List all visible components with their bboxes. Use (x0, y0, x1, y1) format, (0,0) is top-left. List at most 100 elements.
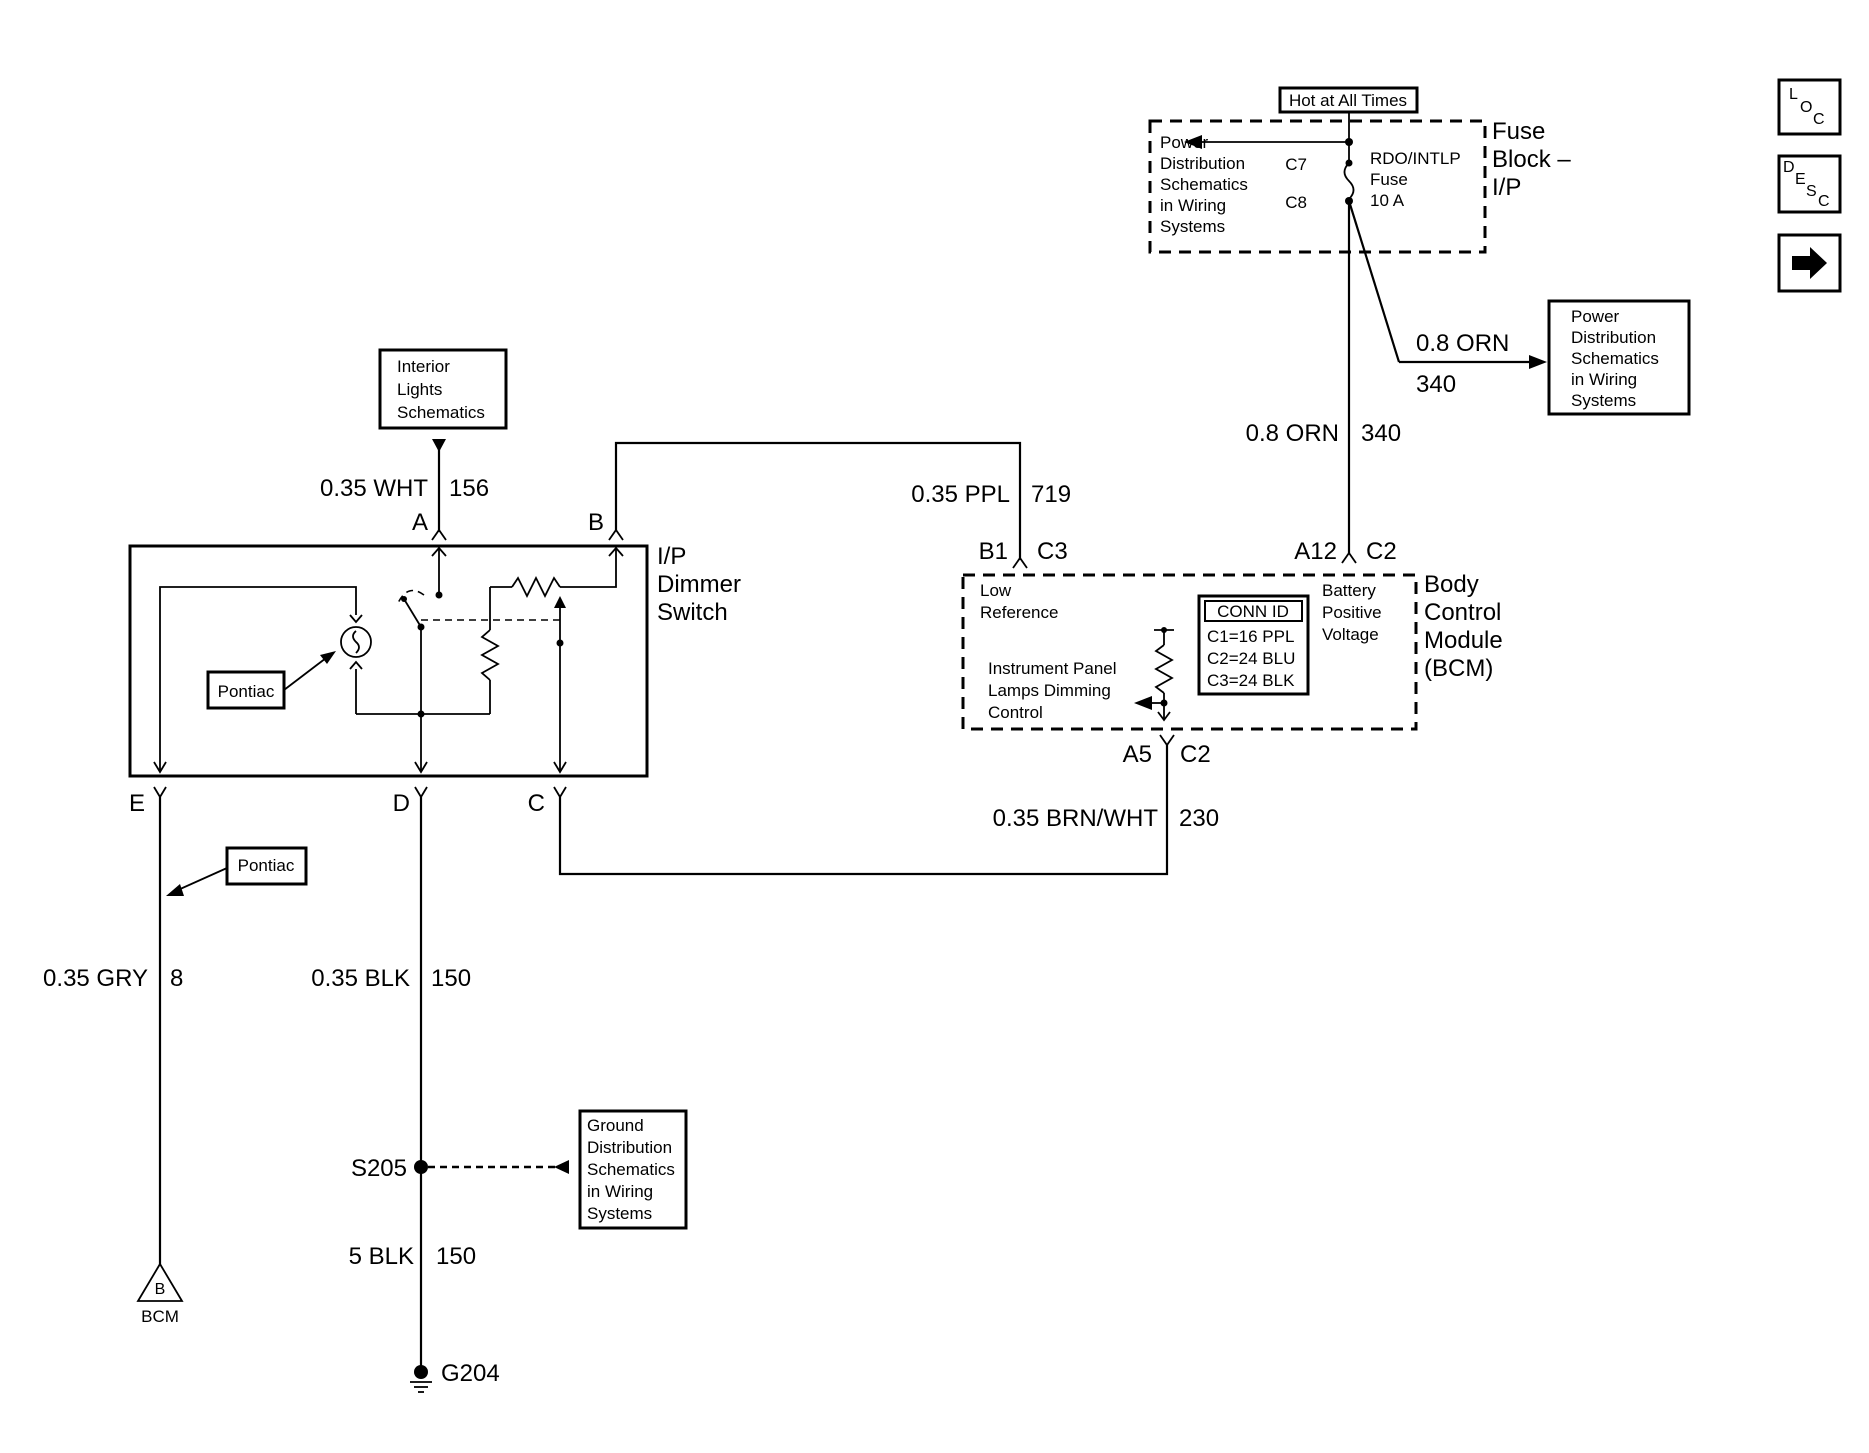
orn-branch-gauge: 0.8 ORN (1416, 330, 1509, 357)
fuse-name-line2: Fuse (1370, 170, 1408, 189)
power-distribution-ref-box[interactable]: Power Distribution Schematics in Wiring … (1547, 299, 1691, 416)
blk-lower-gauge: 5 BLK (349, 1243, 414, 1270)
connector-d-icon (414, 786, 428, 799)
bcm-conn-c3: C3 (1037, 538, 1068, 565)
pontiac-callout: Pontiac (166, 846, 308, 896)
arrow-left-bcm-icon (1134, 696, 1152, 710)
desc-letter-e: E (1795, 171, 1806, 188)
gry-circuit: 8 (170, 965, 183, 992)
fuse-name-line1: RDO/INTLP (1370, 149, 1461, 168)
orn-branch-circuit: 340 (1416, 371, 1456, 398)
fuse-ref-line3: Schematics (1160, 175, 1248, 194)
wht-gauge: 0.35 WHT (320, 475, 428, 502)
brn-wht-circuit: 230 (1179, 805, 1219, 832)
interior-lights-ref-box[interactable]: Interior Lights Schematics (378, 348, 508, 430)
blk-upper-circuit: 150 (431, 965, 471, 992)
fuse-ref-line5: Systems (1160, 217, 1225, 236)
bcm-terminal-label: BCM (141, 1307, 179, 1326)
dimmer-pin-e: E (129, 790, 145, 817)
dimmer-pin-a: A (412, 509, 428, 536)
fuse-pin-c7: C7 (1285, 155, 1307, 174)
switch-wiper-icon (397, 589, 425, 604)
rheostat-icon (511, 575, 561, 599)
wht-circuit: 156 (449, 475, 489, 502)
lamp-icon (340, 626, 372, 658)
ground-ref-line5: Systems (587, 1204, 652, 1223)
dimmer-title-line2: Dimmer (657, 571, 741, 598)
ppl-gauge: 0.35 PPL (911, 481, 1010, 508)
bcm-conn-c2-a5: C2 (1180, 741, 1211, 768)
connector-a12-icon (1341, 551, 1357, 564)
fuse-ref-line4: in Wiring (1160, 196, 1226, 215)
power-ref-line5: Systems (1571, 391, 1636, 410)
interior-ref-line2: Lights (397, 380, 442, 399)
loc-button[interactable]: L O C (1777, 78, 1842, 136)
interior-ref-line1: Interior (397, 357, 450, 376)
bcm-title-line3: Module (1424, 627, 1503, 654)
ground-ref-line1: Ground (587, 1116, 644, 1135)
bcm-resistor-icon (1154, 644, 1174, 694)
bcm-title-line2: Control (1424, 599, 1501, 626)
dimmer-pin-d: D (393, 790, 410, 817)
body-control-module: Body Control Module (BCM) B1 C3 Low Refe… (961, 538, 1503, 768)
bcm-conn-c2-a12: C2 (1366, 538, 1397, 565)
bcm-dimming-line1: Instrument Panel (988, 659, 1117, 678)
splice-label: S205 (351, 1155, 407, 1182)
conn-id-title: CONN ID (1217, 602, 1289, 621)
power-ref-line4: in Wiring (1571, 370, 1637, 389)
conn-id-table (1197, 594, 1310, 696)
dimmer-switch: I/P Dimmer Switch (128, 543, 741, 778)
dimmer-title-line1: I/P (657, 543, 686, 570)
arrow-left-down-icon (166, 884, 184, 896)
ground-g204-icon (410, 1365, 432, 1393)
conn-id-row-c3: C3=24 BLK (1207, 671, 1295, 690)
gry-gauge: 0.35 GRY (43, 965, 148, 992)
ground-label: G204 (441, 1360, 500, 1387)
bcm-pin-a12: A12 (1294, 538, 1337, 565)
loc-letter-o: O (1800, 99, 1812, 116)
orn-main-circuit: 340 (1361, 420, 1401, 447)
fuse-rating: 10 A (1370, 191, 1405, 210)
arrow-left-icon (1184, 135, 1202, 149)
connector-b-icon (608, 528, 624, 541)
connector-e-icon (153, 786, 167, 799)
desc-letter-c: C (1818, 193, 1830, 210)
resistor-icon (480, 629, 500, 681)
ground-ref-line3: Schematics (587, 1160, 675, 1179)
bcm-pin-a5: A5 (1123, 741, 1152, 768)
ground-distribution-ref-box[interactable]: Ground Distribution Schematics in Wiring… (578, 1109, 688, 1230)
next-button[interactable] (1777, 233, 1842, 293)
desc-letter-s: S (1806, 183, 1817, 200)
ppl-circuit: 719 (1031, 481, 1071, 508)
power-ref-line1: Power (1571, 307, 1620, 326)
connector-a-icon (431, 528, 447, 541)
pontiac-label-outer: Pontiac (238, 856, 295, 875)
bcm-low-ref-line1: Low (980, 581, 1012, 600)
blk-lower-circuit: 150 (436, 1243, 476, 1270)
desc-button[interactable]: D E S C (1777, 154, 1842, 214)
splice-s205-dot (414, 1160, 428, 1174)
bcm-terminal-symbol: B BCM (136, 1262, 184, 1326)
ground-ref-line4: in Wiring (587, 1182, 653, 1201)
ground-ref-line2: Distribution (587, 1138, 672, 1157)
bcm-battery-line3: Voltage (1322, 625, 1379, 644)
pontiac-label-inner: Pontiac (218, 682, 275, 701)
conn-id-row-c1: C1=16 PPL (1207, 627, 1294, 646)
arrow-up-right-icon (320, 651, 336, 664)
fuse-icon (1343, 162, 1355, 200)
bcm-title-line1: Body (1424, 571, 1479, 598)
brn-wht-gauge: 0.35 BRN/WHT (993, 805, 1159, 832)
fuse-block-title-line3: I/P (1492, 174, 1521, 201)
bcm-battery-line1: Battery (1322, 581, 1376, 600)
fuse-block-title-line1: Fuse (1492, 118, 1545, 145)
loc-letter-c: C (1813, 111, 1825, 128)
dimmer-pin-b: B (588, 509, 604, 536)
bcm-terminal-letter: B (155, 1281, 166, 1298)
orn-main-gauge: 0.8 ORN (1246, 420, 1339, 447)
arrow-right-icon (1529, 355, 1547, 369)
blk-upper-gauge: 0.35 BLK (311, 965, 410, 992)
connector-c-icon (553, 786, 567, 799)
interior-ref-line3: Schematics (397, 403, 485, 422)
connector-a5-icon (1159, 734, 1175, 747)
